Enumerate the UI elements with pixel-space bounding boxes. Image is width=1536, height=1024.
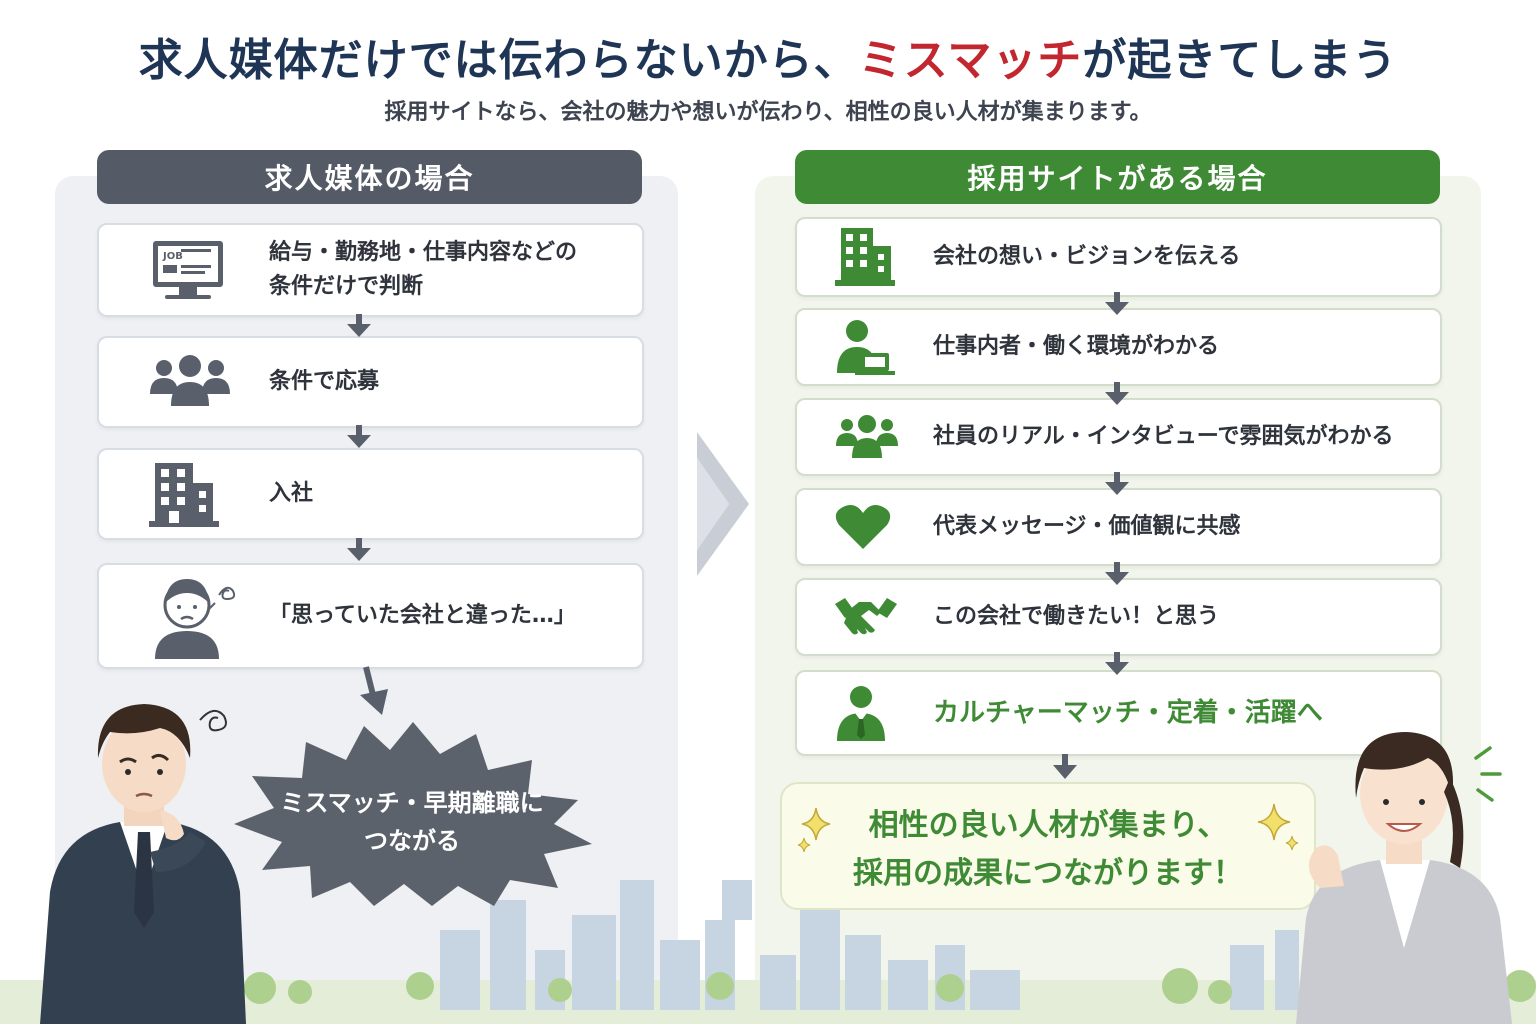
left-step-card: JOB 給与・勤務地・仕事内容などの条件だけで判断 <box>97 223 644 317</box>
handshake-icon <box>835 598 897 635</box>
down-arrow <box>360 666 388 715</box>
city-skyline-illustration <box>0 880 1536 1024</box>
left-step-card: 入社 <box>97 448 644 540</box>
transition-chevron-icon <box>697 432 749 576</box>
down-arrow <box>347 425 371 448</box>
worried-businessman-illustration <box>40 704 246 1024</box>
left-step-text: 条件で応募 <box>269 368 380 394</box>
right-step-text: 会社の想い・ビジョンを伝える <box>933 243 1241 269</box>
office-building-icon <box>835 228 895 286</box>
heart-icon <box>835 505 891 549</box>
mismatch-burst-text: ミスマッチ・早期離職につながる <box>280 789 544 856</box>
left-step-card: 条件で応募 <box>97 336 644 428</box>
right-step-card: カルチャーマッチ・定着・活躍へ <box>795 670 1442 756</box>
down-arrow <box>1053 754 1077 779</box>
down-arrow <box>1105 382 1129 405</box>
title-part1: 求人媒体だけでは伝わらないから、 <box>138 35 859 86</box>
right-step-text: この会社で働きたい！と思う <box>933 603 1220 629</box>
left-step-text: 「思っていた会社と違った…」 <box>269 602 576 628</box>
page-subtitle: 採用サイトなら、会社の魅力や想いが伝わり、相性の良い人材が集まります。 <box>384 100 1152 125</box>
page-title: 求人媒体だけでは伝わらないから、ミスマッチが起きてしまう <box>0 24 1536 88</box>
down-arrow <box>1105 472 1129 495</box>
monitor-job-label: JOB <box>162 251 183 262</box>
down-arrow <box>347 314 371 337</box>
sparkle-icon <box>1257 803 1299 851</box>
left-step-card: 「思っていた会社と違った…」 <box>97 563 644 669</box>
result-box: 相性の良い人材が集まり、採用の成果につながります！ <box>780 782 1316 910</box>
smiling-businesswoman-illustration <box>1296 732 1512 1024</box>
right-step-card: 代表メッセージ・価値観に共感 <box>795 488 1442 566</box>
people-group-icon <box>150 355 230 406</box>
down-arrow <box>1105 562 1129 585</box>
title-part2: が起きてしまう <box>1082 35 1398 86</box>
person-laptop-icon <box>837 320 895 375</box>
people-group-icon <box>836 415 898 458</box>
right-step-text-highlight: カルチャーマッチ・定着・活躍へ <box>933 697 1323 728</box>
worried-person-icon <box>155 579 236 659</box>
businessperson-icon <box>837 686 885 741</box>
right-step-card: この会社で働きたい！と思う <box>795 578 1442 656</box>
result-text: 相性の良い人材が集まり、採用の成果につながります！ <box>853 808 1243 891</box>
job-monitor-icon: JOB <box>153 241 223 299</box>
left-header: 求人媒体の場合 <box>97 150 642 204</box>
right-header: 採用サイトがある場合 <box>795 150 1440 204</box>
office-building-icon <box>149 463 219 527</box>
title-accent: ミスマッチ <box>858 35 1083 86</box>
right-step-card: 社員のリアル・インタビューで雰囲気がわかる <box>795 398 1442 476</box>
right-step-text: 代表メッセージ・価値観に共感 <box>933 513 1241 539</box>
down-arrow <box>1105 292 1129 315</box>
right-step-text: 仕事内者・働く環境がわかる <box>933 333 1220 359</box>
down-arrow <box>1105 652 1129 675</box>
left-step-text: 入社 <box>269 480 314 506</box>
down-arrow <box>347 538 371 561</box>
sparkle-icon <box>797 807 831 852</box>
right-step-card: 会社の想い・ビジョンを伝える <box>795 217 1442 297</box>
mismatch-burst-shape <box>234 722 592 906</box>
right-step-text: 社員のリアル・インタビューで雰囲気がわかる <box>933 423 1394 449</box>
left-step-text: 給与・勤務地・仕事内容などの条件だけで判断 <box>269 239 578 299</box>
right-step-card: 仕事内者・働く環境がわかる <box>795 308 1442 386</box>
